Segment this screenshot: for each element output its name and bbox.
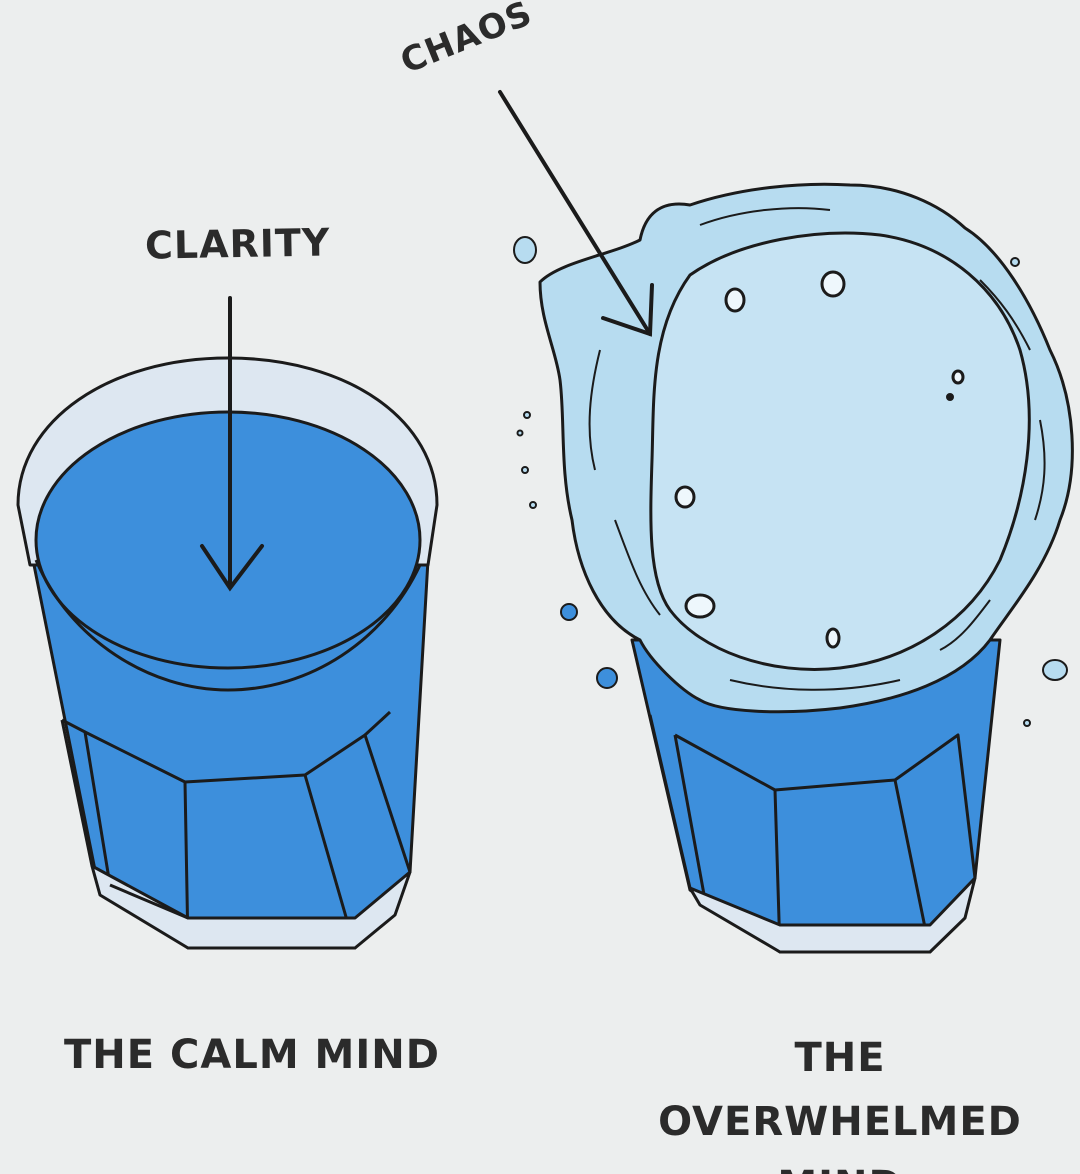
overwhelmed-glass-base bbox=[688, 876, 977, 954]
clarity-arrow bbox=[200, 296, 264, 592]
splash-inner-surface bbox=[649, 231, 1031, 671]
calm-glass-base bbox=[90, 864, 412, 950]
overwhelmed-glass bbox=[630, 638, 1002, 954]
clarity-label: CLARITY bbox=[144, 220, 331, 268]
chaos-arrow bbox=[498, 90, 654, 337]
calm-glass bbox=[16, 356, 439, 950]
water-droplets bbox=[513, 236, 1068, 727]
calm-mind-caption: THE CALM MIND bbox=[64, 1032, 440, 1078]
overwhelmed-mind-caption: THE OVERWHELMED MIND bbox=[658, 1035, 1022, 1174]
water-splash bbox=[538, 182, 1074, 714]
